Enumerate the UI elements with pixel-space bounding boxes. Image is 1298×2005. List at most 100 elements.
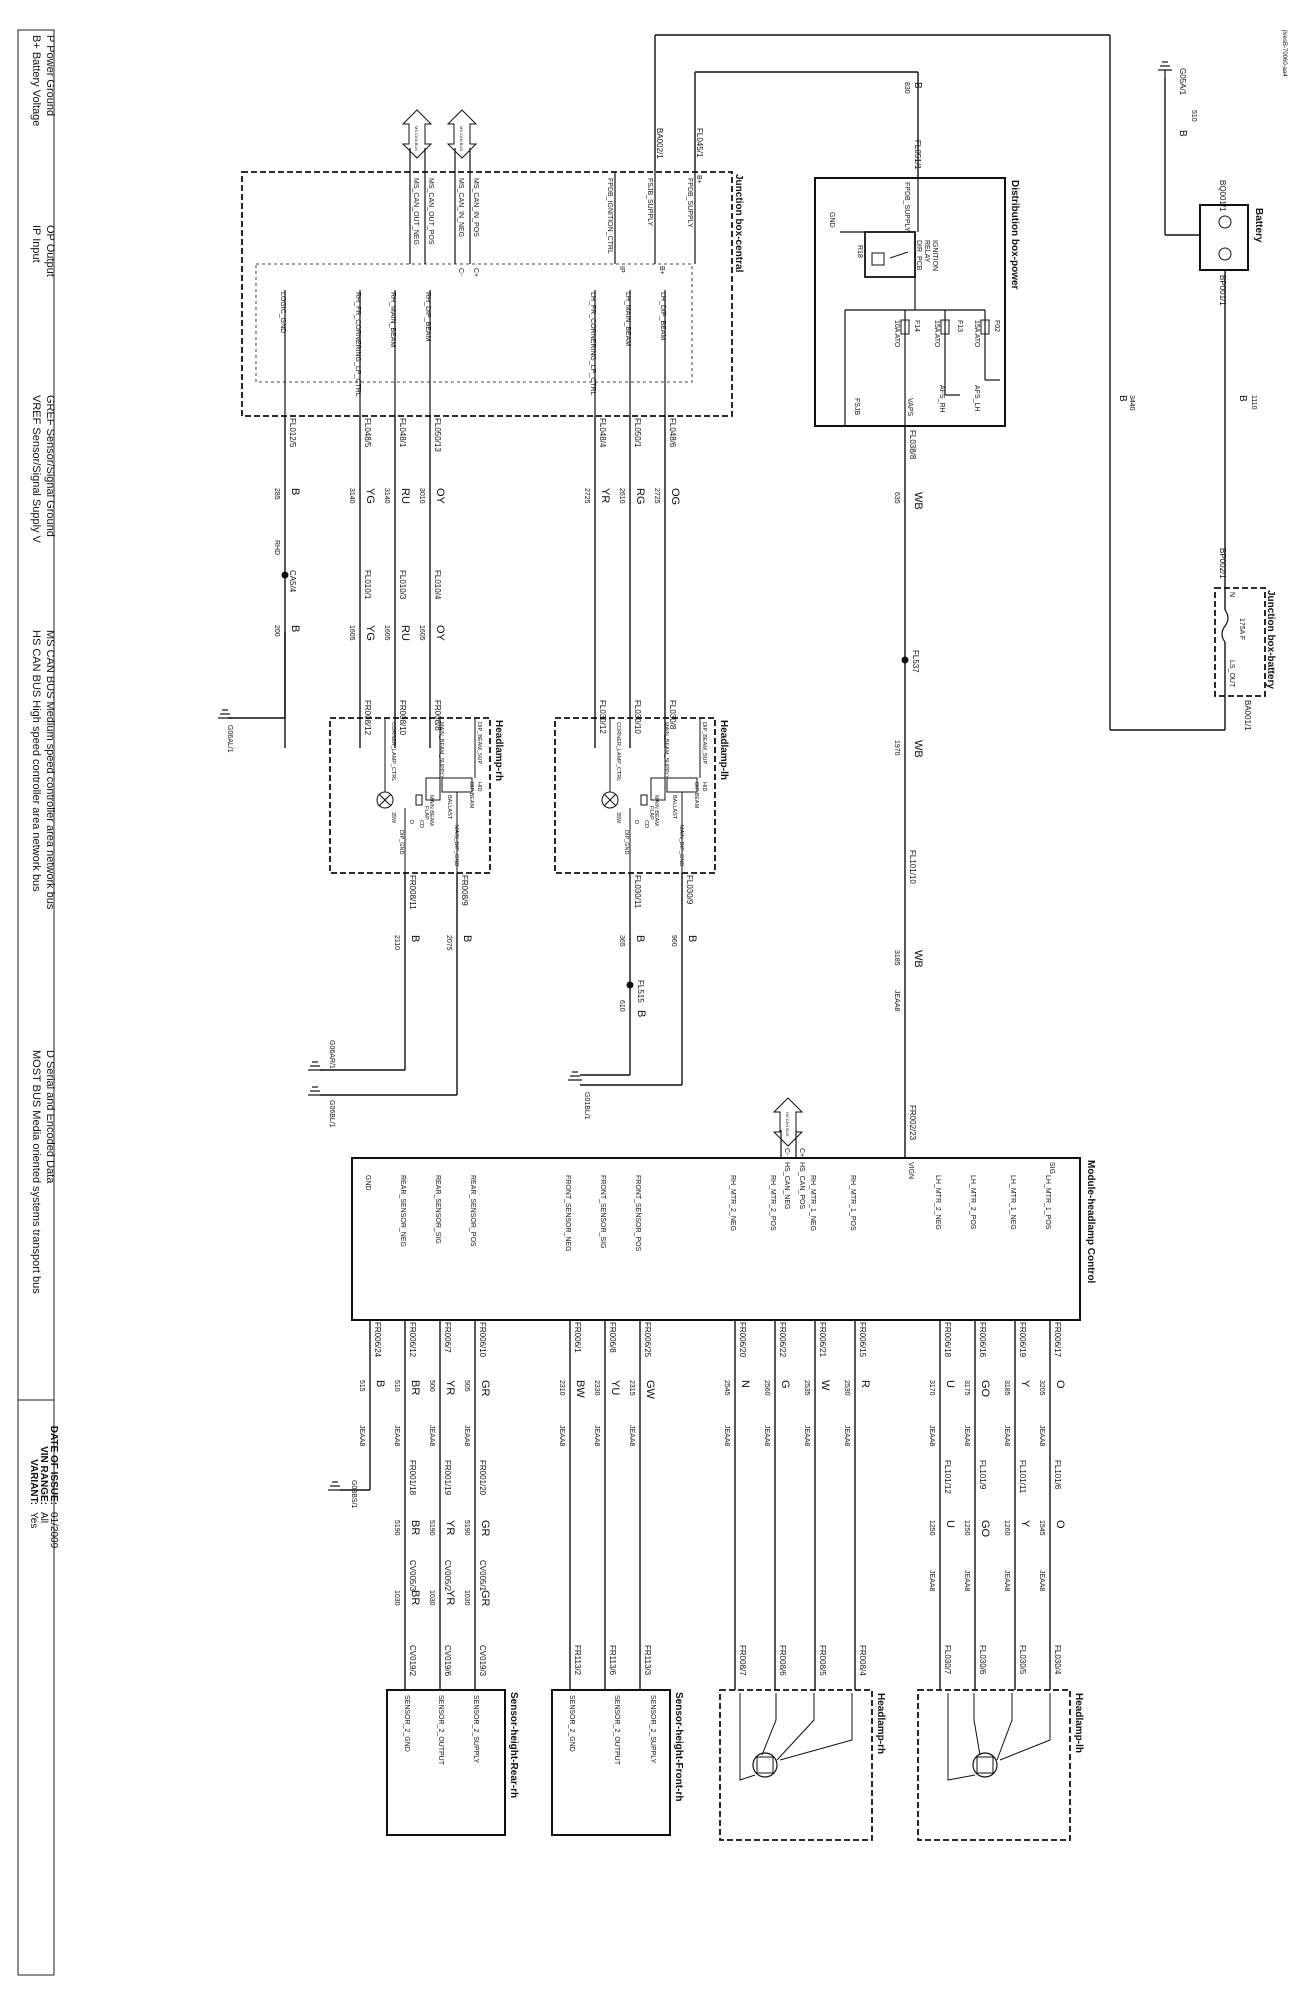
jbc-output-wires: LH_DIP_BEAMFL048/6OG2725FL030/8LH_MAIN_B… xyxy=(218,290,681,753)
headlamp-rh-label-6: DIP_BEAM_SUP xyxy=(476,722,482,765)
variant-value: Yes xyxy=(28,1512,39,1528)
legend-mid2-2: GREF Sensor/Signal Ground xyxy=(44,395,56,537)
module-wire-conn-6: FR006/22 xyxy=(778,1322,787,1358)
ms-can-bus-2: MS CAN BUS xyxy=(414,126,419,151)
module-pin-9: FRONT_SENSOR_SIG xyxy=(599,1175,606,1249)
module-wire-end-7: FR008/7 xyxy=(738,1645,747,1676)
vert-conn: FL038/8 xyxy=(908,430,917,460)
module-pin-14: GND xyxy=(364,1175,371,1191)
module-wire-num-10: 2310 xyxy=(558,1380,565,1396)
module-wire-conn3-11: CV005/1 xyxy=(478,1560,487,1592)
module-wire-conn-8: FR006/25 xyxy=(643,1322,652,1358)
headlamp-lh-label-10: CD xyxy=(643,820,649,828)
module-wire-harness-7: JEAA8 xyxy=(723,1425,730,1447)
lamp-out-color-1: B xyxy=(634,935,646,942)
conn-fl045: FL045/1 xyxy=(695,128,704,158)
jbc-pin-1: LH_MAIN_BEAM xyxy=(624,292,631,346)
svg-text:10A ATO: 10A ATO xyxy=(893,320,900,348)
module-wire-0: FR006/17O3205JEAA8FL101/6O1545JEAA8FL030… xyxy=(1038,1320,1066,1690)
jb-central-title: Junction box-central xyxy=(733,174,744,273)
jb-batt-fuse: 175A F xyxy=(1238,618,1245,640)
legend-strip: B+ Battery Voltage P Power Ground IP Inp… xyxy=(17,29,59,1976)
jb-batt-pin-ls: LS_OUT xyxy=(1228,660,1235,688)
sensor-front-pin-gnd: SENSOR_2_GND xyxy=(568,1695,575,1752)
distribution-box-power xyxy=(814,177,1006,427)
module-box xyxy=(351,1157,1081,1321)
dist-bplus: B+ xyxy=(695,175,702,184)
module-wire-color2-1: Y xyxy=(1019,1520,1031,1528)
conn-ba002: BA002/1 xyxy=(655,128,664,159)
module-wire-color-12: YR xyxy=(444,1380,456,1395)
module-wire-num-13: 510 xyxy=(393,1380,400,1392)
legend-mid3-2: MS CAN BUS Medium speed controller area … xyxy=(44,630,56,910)
dist-pin-afs-rh: AFS_RH xyxy=(938,385,945,413)
module-wire-conn2-11: FR001/20 xyxy=(478,1460,487,1496)
module-pin-12: REAR_SENSOR_SIG xyxy=(434,1175,441,1244)
module-wire-end-1: FL030/5 xyxy=(1018,1645,1027,1675)
vert-num: 635 xyxy=(893,492,900,504)
relay-label-1: IGNITION xyxy=(931,240,938,271)
headlamp-rh-title: Headlamp-rh xyxy=(493,720,504,781)
wire-b-830-color: B xyxy=(912,82,923,89)
module-wire-num-4: 2530 xyxy=(843,1380,850,1396)
module-pin-hs-pos: HS_CAN_POS xyxy=(798,1162,805,1209)
lamp-wire-color2-4: RU xyxy=(399,625,411,641)
module-wire-num-5: 2535 xyxy=(803,1380,810,1396)
lamp-wire-color-5: YG xyxy=(364,488,376,504)
module-wire-num-6: 2560 xyxy=(763,1380,770,1396)
headlamp-lh-label-7: MAIN_BEAM_SUPPLY xyxy=(663,722,669,779)
variant-label: VARIANT: xyxy=(28,1459,39,1505)
module-wire-conn-11: FR006/10 xyxy=(478,1322,487,1358)
module-wire-harness-14: JEAA8 xyxy=(358,1425,365,1447)
sensor-front-pin-supply: SENSOR_2_SUPPLY xyxy=(649,1695,656,1764)
jbc-pin-can-out-neg: MS_CAN_OUT_NEG xyxy=(412,178,419,245)
dist-pin-vaps: VAPS xyxy=(906,398,913,416)
lamp-wire-rhd-6: RHD xyxy=(273,540,280,555)
legend-left-1: B+ Battery Voltage xyxy=(30,35,42,126)
wire-b-830-num: 830 xyxy=(903,82,910,94)
lamp-out-color-3: B xyxy=(409,935,421,942)
lamp-out-conn-2: FR008/9 xyxy=(460,875,469,906)
module-wire-color-8: GW xyxy=(644,1380,656,1400)
jbc-pin-fsjb: FSJB_SUPPLY xyxy=(646,178,653,226)
module-pin-2: LH_MTR_2_POS xyxy=(969,1175,976,1230)
module-wire-num-11: 505 xyxy=(463,1380,470,1392)
lamp-wire-to-5: FL010/1 xyxy=(363,570,372,600)
module-wire-conn3-13: CV005/3 xyxy=(408,1560,417,1592)
ground-g05a: G05A/1 xyxy=(1178,68,1187,96)
battery-title: Battery xyxy=(1253,208,1264,243)
sensor-height-front-rh: Sensor-height-Front-rh SENSOR_2_SUPPLY S… xyxy=(551,1689,684,1836)
module-wire-conn-0: FR006/17 xyxy=(1053,1322,1062,1358)
module-wire-conn2-1: FL101/11 xyxy=(1018,1460,1027,1494)
legend-left-2: P Power Ground xyxy=(44,35,56,116)
wire-b-510-num: 510 xyxy=(1190,110,1197,122)
lamp-wire-num-2: 2725 xyxy=(583,488,590,504)
conn-bq001: BQ001/1 xyxy=(1218,180,1227,212)
conn-ba001: BA001/1 xyxy=(1243,700,1252,731)
lamp-wire-num2-3: 1605 xyxy=(418,625,425,641)
lamp-wire-to-4: FL010/3 xyxy=(398,570,407,600)
module-wire-harness-13: JEAA8 xyxy=(393,1425,400,1447)
module-wire-num-0: 3205 xyxy=(1038,1380,1045,1396)
dist-pin-gnd: GND xyxy=(828,212,835,228)
vignfeed-wire: FL038/8 WB 635 FL537 1970 WB FL101/10 WB… xyxy=(893,426,924,1158)
module-pin-6: RH_MTR_2_POS xyxy=(769,1175,776,1231)
lamp-out-conn-0: FL030/9 xyxy=(685,875,694,905)
module-pin-1: LH_MTR_1_NEG xyxy=(1009,1175,1016,1230)
lamp-wire-num2-4: 1605 xyxy=(383,625,390,641)
lamp-wire-conn-0: FL048/6 xyxy=(668,418,677,448)
module-wire-3: FR006/18U3170JEAA8FL101/12U1250JEAA8FL03… xyxy=(928,1320,956,1690)
headlamp-lh-label-1: DIP BEAM xyxy=(693,782,699,809)
jbc-tag-cplus1: C+ xyxy=(472,268,479,277)
junction-box-central: Junction box-central FPDB_SUPPLY FSJB_SU… xyxy=(241,109,744,417)
module-wire-color3-13: BR xyxy=(409,1590,421,1605)
dist-pin-fsjb: FSJB xyxy=(853,398,860,415)
vin-label: VIN RANGE: xyxy=(38,1446,49,1505)
module-can-cplus: C+ xyxy=(798,1148,805,1157)
lamp-wire-num-0: 2725 xyxy=(653,488,660,504)
jbc-pin-can-in-neg: MS_CAN_IN_NEG xyxy=(457,178,464,237)
lamp-wire-num2-6: 200 xyxy=(273,625,280,637)
module-wire-11: FR006/10GR505JEAA8FR001/20GR5190CV005/1G… xyxy=(463,1320,491,1690)
fuse-f13: F13 15A ATO xyxy=(933,310,963,395)
